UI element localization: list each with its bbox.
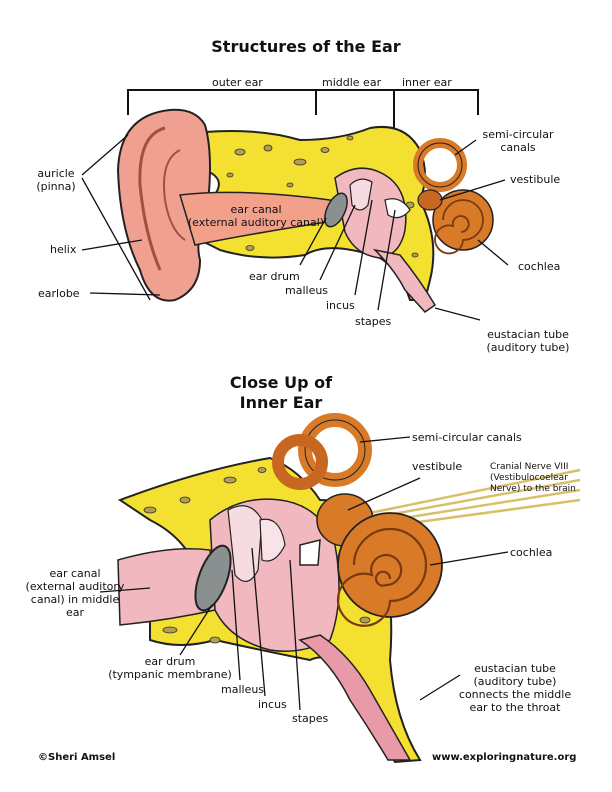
label-incus-closeup: incus xyxy=(258,698,287,711)
bracket-outer-ear: outer ear xyxy=(212,76,263,89)
label-cochlea-closeup: cochlea xyxy=(510,546,553,559)
cochlea-shape xyxy=(432,189,494,255)
label-malleus: malleus xyxy=(285,284,329,297)
top-ear-illustration xyxy=(81,89,509,321)
copyright: ©Sheri Amsel xyxy=(38,752,116,763)
label-ear-canal-closeup: ear canal(external auditory canal) in mi… xyxy=(25,567,125,619)
ossicles xyxy=(349,178,373,211)
label-stapes-closeup: stapes xyxy=(292,712,329,725)
helix-fold xyxy=(138,126,166,271)
label-semicircular-closeup: semi-circular canals xyxy=(412,431,522,444)
eustacian-tube-closeup xyxy=(298,634,412,761)
label-vestibule-closeup: vestibule xyxy=(412,460,463,473)
label-auricle: auricle(pinna) xyxy=(36,167,76,193)
semicircular-canals-closeup xyxy=(272,413,372,490)
label-ear-drum-closeup: ear drum(tympanic membrane) xyxy=(108,655,232,681)
bracket-inner-ear: inner ear xyxy=(402,76,452,89)
vestibule-shape xyxy=(417,189,443,211)
website-link[interactable]: www.exploringnature.org xyxy=(432,752,577,763)
ear-drum-closeup xyxy=(194,544,232,612)
label-cochlea: cochlea xyxy=(518,260,561,273)
label-ear-drum: ear drum xyxy=(249,270,300,283)
label-earlobe: earlobe xyxy=(38,287,80,300)
label-vestibule: vestibule xyxy=(510,173,561,186)
bottom-leader-lines xyxy=(99,436,509,711)
label-eustacian-closeup: eustacian tube(auditory tube) connects t… xyxy=(458,662,572,714)
top-leader-lines xyxy=(81,134,509,321)
ear-drum-shape xyxy=(324,192,348,228)
label-ear-canal: ear canal(external auditory canal) xyxy=(187,203,325,229)
bottom-ear-illustration xyxy=(99,413,581,764)
bracket-middle-ear: middle ear xyxy=(322,76,382,89)
label-eustacian: eustacian tube(auditory tube) xyxy=(486,328,570,354)
top-title: Structures of the Ear xyxy=(211,37,401,56)
eustacian-tube-shape xyxy=(372,248,437,313)
label-stapes: stapes xyxy=(355,315,392,328)
cochlea-closeup xyxy=(336,512,443,627)
label-helix: helix xyxy=(50,243,77,256)
label-malleus-closeup: malleus xyxy=(221,683,265,696)
label-incus: incus xyxy=(326,299,355,312)
